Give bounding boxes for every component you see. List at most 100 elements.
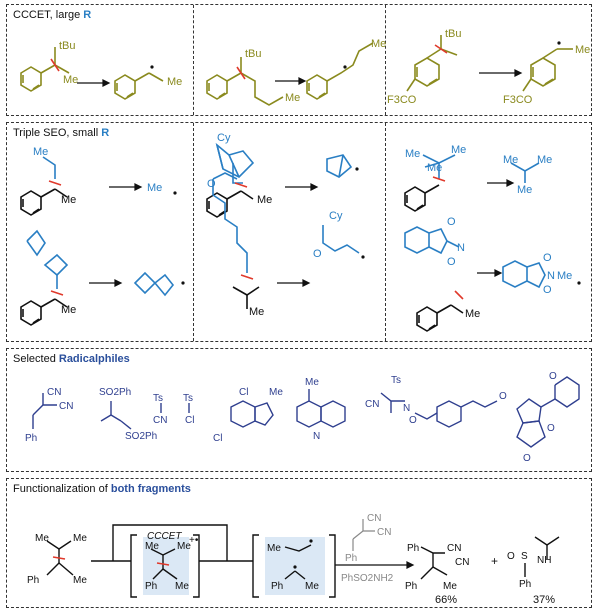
radical-dot	[309, 539, 313, 543]
n-label: N	[403, 403, 410, 414]
ph-label: Ph	[407, 543, 419, 554]
benzene-ring	[20, 66, 42, 92]
ph-label: Ph	[27, 575, 39, 586]
cn-label: CN	[367, 513, 381, 524]
cl-label: Cl	[239, 387, 248, 398]
ts-label: Ts	[183, 393, 193, 404]
panel-title-radicalphiles: Selected Radicalphiles	[13, 353, 130, 365]
me-label: Me	[257, 194, 272, 206]
me-label: Me	[465, 308, 480, 320]
me-label: Me	[33, 146, 48, 158]
me-label: Me	[35, 533, 49, 544]
panel-triple-seo: Triple SEO, small R	[6, 122, 592, 342]
s-label: S	[521, 551, 528, 562]
norbornyl	[215, 142, 255, 178]
ph-label: Ph	[519, 579, 531, 590]
me-label: Me	[451, 144, 466, 156]
cl-label: Cl	[185, 415, 194, 426]
me-label: Me	[427, 162, 442, 174]
ph-label: Ph	[345, 553, 357, 564]
so2ph-label: SO2Ph	[99, 387, 131, 398]
ph-label: Ph	[145, 581, 157, 592]
o-label: O	[543, 284, 552, 296]
me-label: Me	[443, 581, 457, 592]
o-label: O	[547, 423, 555, 434]
cccet-scheme: tBu Me Me tBu Me Me tBu F3CO F3CO Me	[20, 28, 590, 106]
o-label: O	[549, 371, 557, 382]
radical-dot	[181, 281, 185, 285]
radical-dot	[150, 65, 154, 69]
panel-title-functionalization: Functionalization of both fragments	[13, 483, 191, 495]
radical-dot	[577, 281, 581, 285]
cn-label: CN	[447, 543, 461, 554]
yield-product1: 66%	[435, 594, 457, 606]
me-label: Me	[73, 533, 87, 544]
cn-label: CN	[455, 557, 469, 568]
me-label: Me	[177, 541, 191, 552]
o-label: O	[499, 391, 507, 402]
tbu-label: tBu	[245, 48, 262, 60]
cy-label: Cy	[329, 210, 343, 222]
radical-dot	[557, 41, 561, 45]
benzene-ring	[530, 57, 556, 87]
cn-label: CN	[365, 399, 379, 410]
me-label: Me	[557, 270, 572, 282]
me-label: Me	[503, 154, 518, 166]
me-label: Me	[575, 44, 590, 56]
me-label: Me	[267, 543, 281, 554]
me-label: Me	[405, 148, 420, 160]
bicyclo-ring	[43, 253, 69, 277]
panel-title-triple-seo: Triple SEO, small R	[13, 127, 110, 139]
me-label: Me	[175, 581, 189, 592]
norbornyl-product	[326, 154, 353, 178]
ts-label: Ts	[391, 375, 401, 386]
divider	[193, 123, 194, 341]
cn-label: CN	[377, 527, 391, 538]
panel-title-cccet: CCCET, large R	[13, 9, 92, 21]
panel-functionalization: Functionalization of both fragments	[6, 478, 592, 608]
radical-dot	[343, 65, 347, 69]
me-label: Me	[285, 92, 300, 104]
o-label: O	[507, 551, 515, 562]
n-label: N	[313, 431, 320, 442]
me-label: Me	[73, 575, 87, 586]
me-label: Me	[269, 387, 283, 398]
me-label: Me	[517, 184, 532, 196]
functionalization-scheme: CCCET +• Me Me Ph Me Me Me Ph Me Me Ph M…	[27, 513, 560, 606]
me-label: Me	[63, 74, 78, 86]
cccet-label: CCCET	[147, 531, 182, 542]
radical-dot	[355, 167, 359, 171]
ph-label: Ph	[271, 581, 283, 592]
so2ph-label: SO2Ph	[125, 431, 157, 442]
tbu-label: tBu	[59, 40, 76, 52]
f3co-label: F3CO	[387, 94, 417, 106]
me-label: Me	[61, 194, 76, 206]
plus-sign: +	[491, 554, 498, 568]
radical-dot	[361, 255, 365, 259]
radicalphiles-structures: CN CN Ph SO2Ph SO2Ph Ts CN Ts Cl Cl Cl M…	[25, 371, 580, 464]
cn-label: CN	[153, 415, 167, 426]
yield-product2: 37%	[533, 594, 555, 606]
divider	[193, 5, 194, 115]
o-label: O	[447, 256, 456, 268]
me-label: Me	[167, 76, 182, 88]
radical-cation-sign: +•	[189, 535, 199, 546]
radical-cation-shade	[143, 537, 189, 595]
panel-radicalphiles: Selected Radicalphiles	[6, 348, 592, 472]
o-label: O	[313, 248, 322, 260]
n-label: N	[457, 242, 465, 254]
cn-label: CN	[59, 401, 73, 412]
o-label: O	[447, 216, 456, 228]
me-label: Me	[249, 306, 264, 318]
benzene-ring	[306, 74, 328, 100]
panel-cccet: CCCET, large R	[6, 4, 592, 116]
cl-label: Cl	[213, 433, 222, 444]
benzene-ring	[414, 57, 440, 87]
radical-dot	[293, 565, 297, 569]
tbu-label: tBu	[445, 28, 462, 40]
n-label: N	[547, 270, 555, 282]
divider	[385, 5, 386, 115]
me-label: Me	[371, 38, 386, 50]
me-label: Me	[305, 581, 319, 592]
ph-label: Ph	[405, 581, 417, 592]
